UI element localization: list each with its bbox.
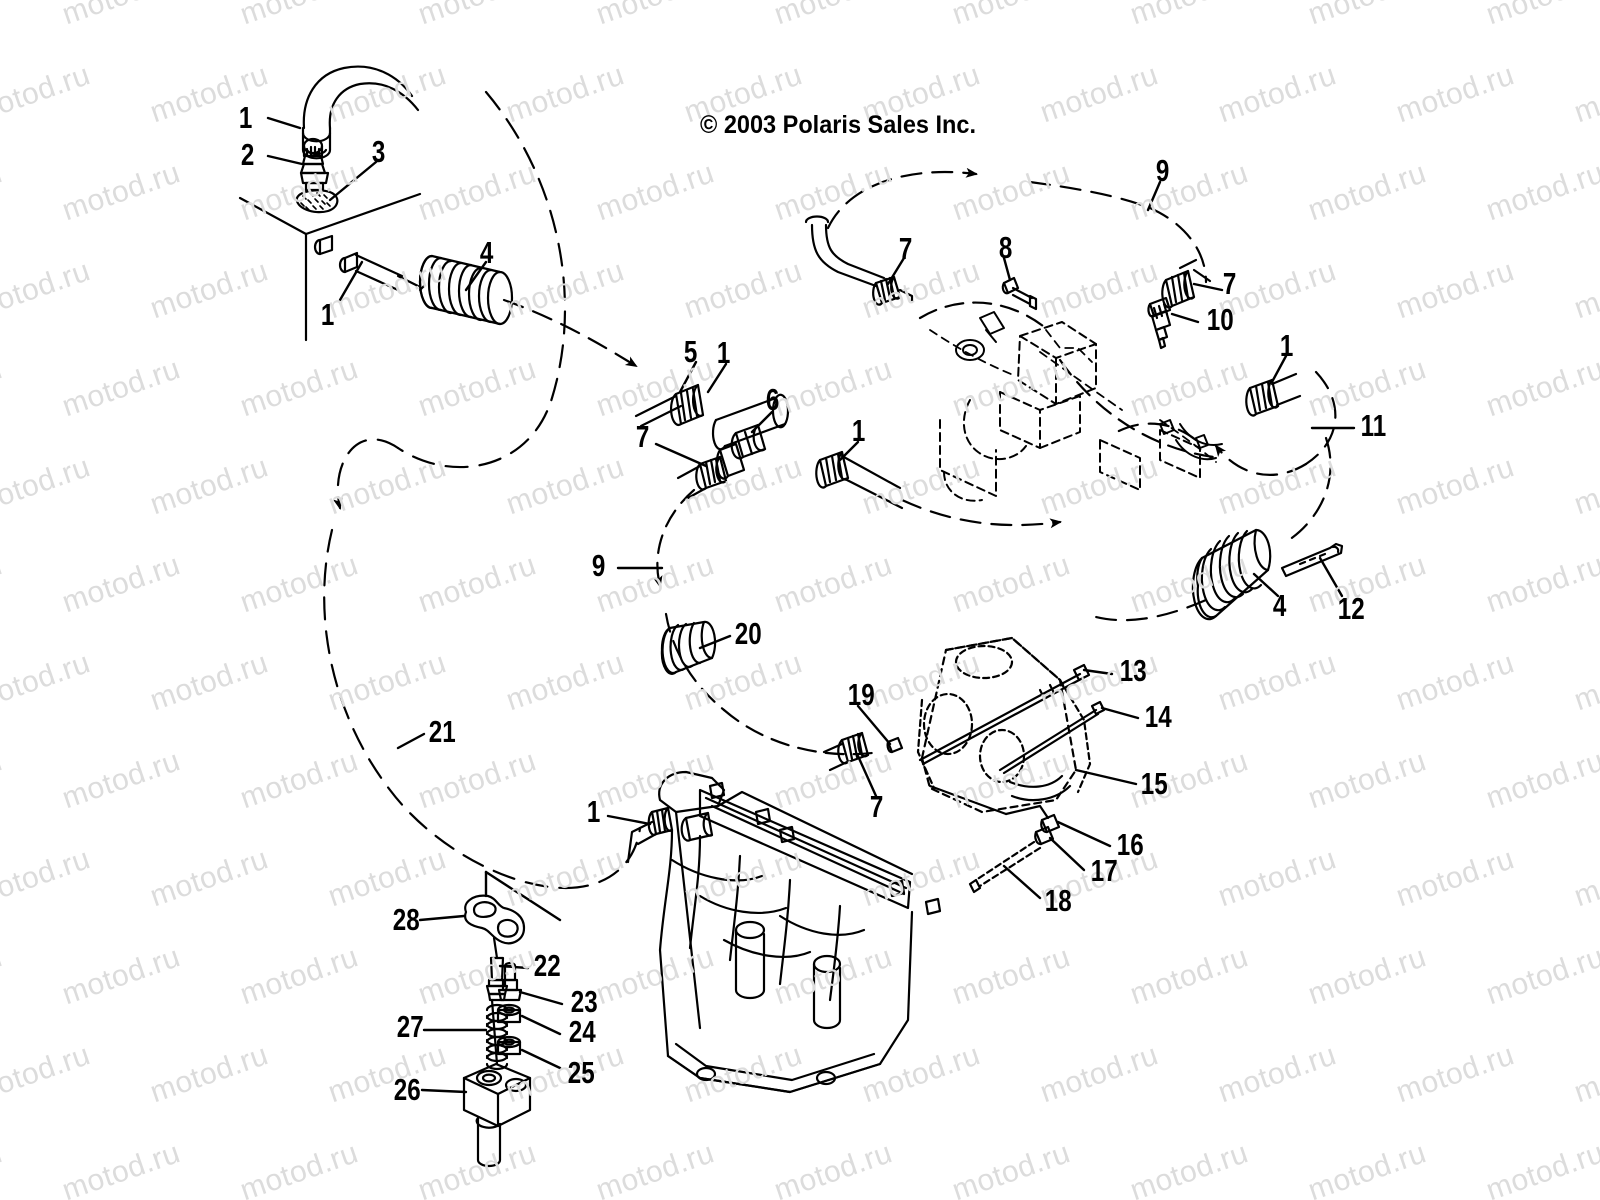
callout-number: 7 (635, 419, 650, 454)
part-7-clamp-lower (822, 731, 870, 772)
callout-number: 11 (1360, 408, 1387, 443)
callout-number: 1 (586, 794, 601, 829)
callout-number: 5 (683, 334, 698, 369)
part-7-clamp-center (676, 455, 728, 500)
copyright-notice: © 2003 Polaris Sales Inc. (700, 111, 976, 139)
callout-number: 25 (567, 1055, 595, 1090)
callout-number: 10 (1206, 302, 1234, 337)
callout-number: 18 (1044, 883, 1072, 918)
callout-number: 26 (393, 1072, 421, 1107)
part-27-spring (485, 1003, 509, 1071)
part-7-hose-upper-right (804, 215, 914, 306)
callout-number: 28 (392, 902, 420, 937)
part-15-manifold-body (916, 636, 1092, 820)
callout-number: 13 (1119, 653, 1147, 688)
part-24-washer (496, 1003, 522, 1024)
part-4-corrugated-hose-left (418, 254, 514, 326)
callout-number: 27 (396, 1009, 424, 1044)
callout-number: 1 (320, 297, 335, 332)
callout-number: 7 (869, 789, 884, 824)
callout-number: 22 (533, 948, 561, 983)
callout-number: 7 (898, 231, 913, 266)
callout-number: 6 (765, 382, 780, 417)
part-3-gasket (295, 189, 339, 214)
part-16-17-18-bolt (968, 813, 1061, 894)
callout-number: 23 (570, 984, 598, 1019)
carb-body-dashed (939, 321, 1201, 502)
callout-number: 2 (240, 137, 255, 172)
part-28-gasket (464, 894, 526, 945)
callout-number: 3 (371, 134, 386, 169)
tank-corner-lines (238, 192, 422, 342)
part-2-valve-fitting (299, 137, 330, 192)
callout-number: 16 (1116, 827, 1144, 862)
callout-leader-lines (266, 116, 1356, 1094)
callout-number: 14 (1144, 699, 1172, 734)
callout-number: 12 (1337, 591, 1365, 626)
part-1-clamp-center-right (815, 450, 904, 510)
callout-number: 1 (716, 335, 731, 370)
part-12-clamp-strap (1280, 542, 1344, 578)
callout-number: 17 (1090, 853, 1118, 888)
part-5-clamp-hose (634, 383, 705, 428)
callout-number: 1 (1279, 328, 1294, 363)
callout-number: 1 (851, 413, 866, 448)
part-4-corrugated-hose-right (1191, 528, 1272, 621)
callout-number: 8 (998, 230, 1013, 265)
callout-number: 19 (847, 677, 875, 712)
part-1-pipe-stub (313, 234, 420, 292)
callout-number: 7 (1222, 266, 1237, 301)
callout-number: 1 (238, 100, 253, 135)
callout-number: 15 (1140, 766, 1168, 801)
engine-manifold-assembly (626, 770, 942, 1094)
callout-number: 9 (1155, 153, 1170, 188)
part-10-fitting (1147, 296, 1172, 350)
part-25-nut (496, 1035, 522, 1056)
part-14-bolt (998, 700, 1106, 775)
callout-number: 9 (591, 548, 606, 583)
callout-number: 20 (734, 616, 762, 651)
callout-number: 4 (1272, 588, 1287, 623)
callout-number: 24 (568, 1014, 596, 1049)
part-1-clamp-right (1245, 372, 1302, 417)
carb-body-solid-detail (955, 311, 1223, 461)
callout-number: 4 (479, 235, 494, 270)
part-6-tee-fitting (711, 393, 790, 480)
part-26-valve-body (462, 1062, 532, 1168)
callout-number: 21 (428, 714, 456, 749)
